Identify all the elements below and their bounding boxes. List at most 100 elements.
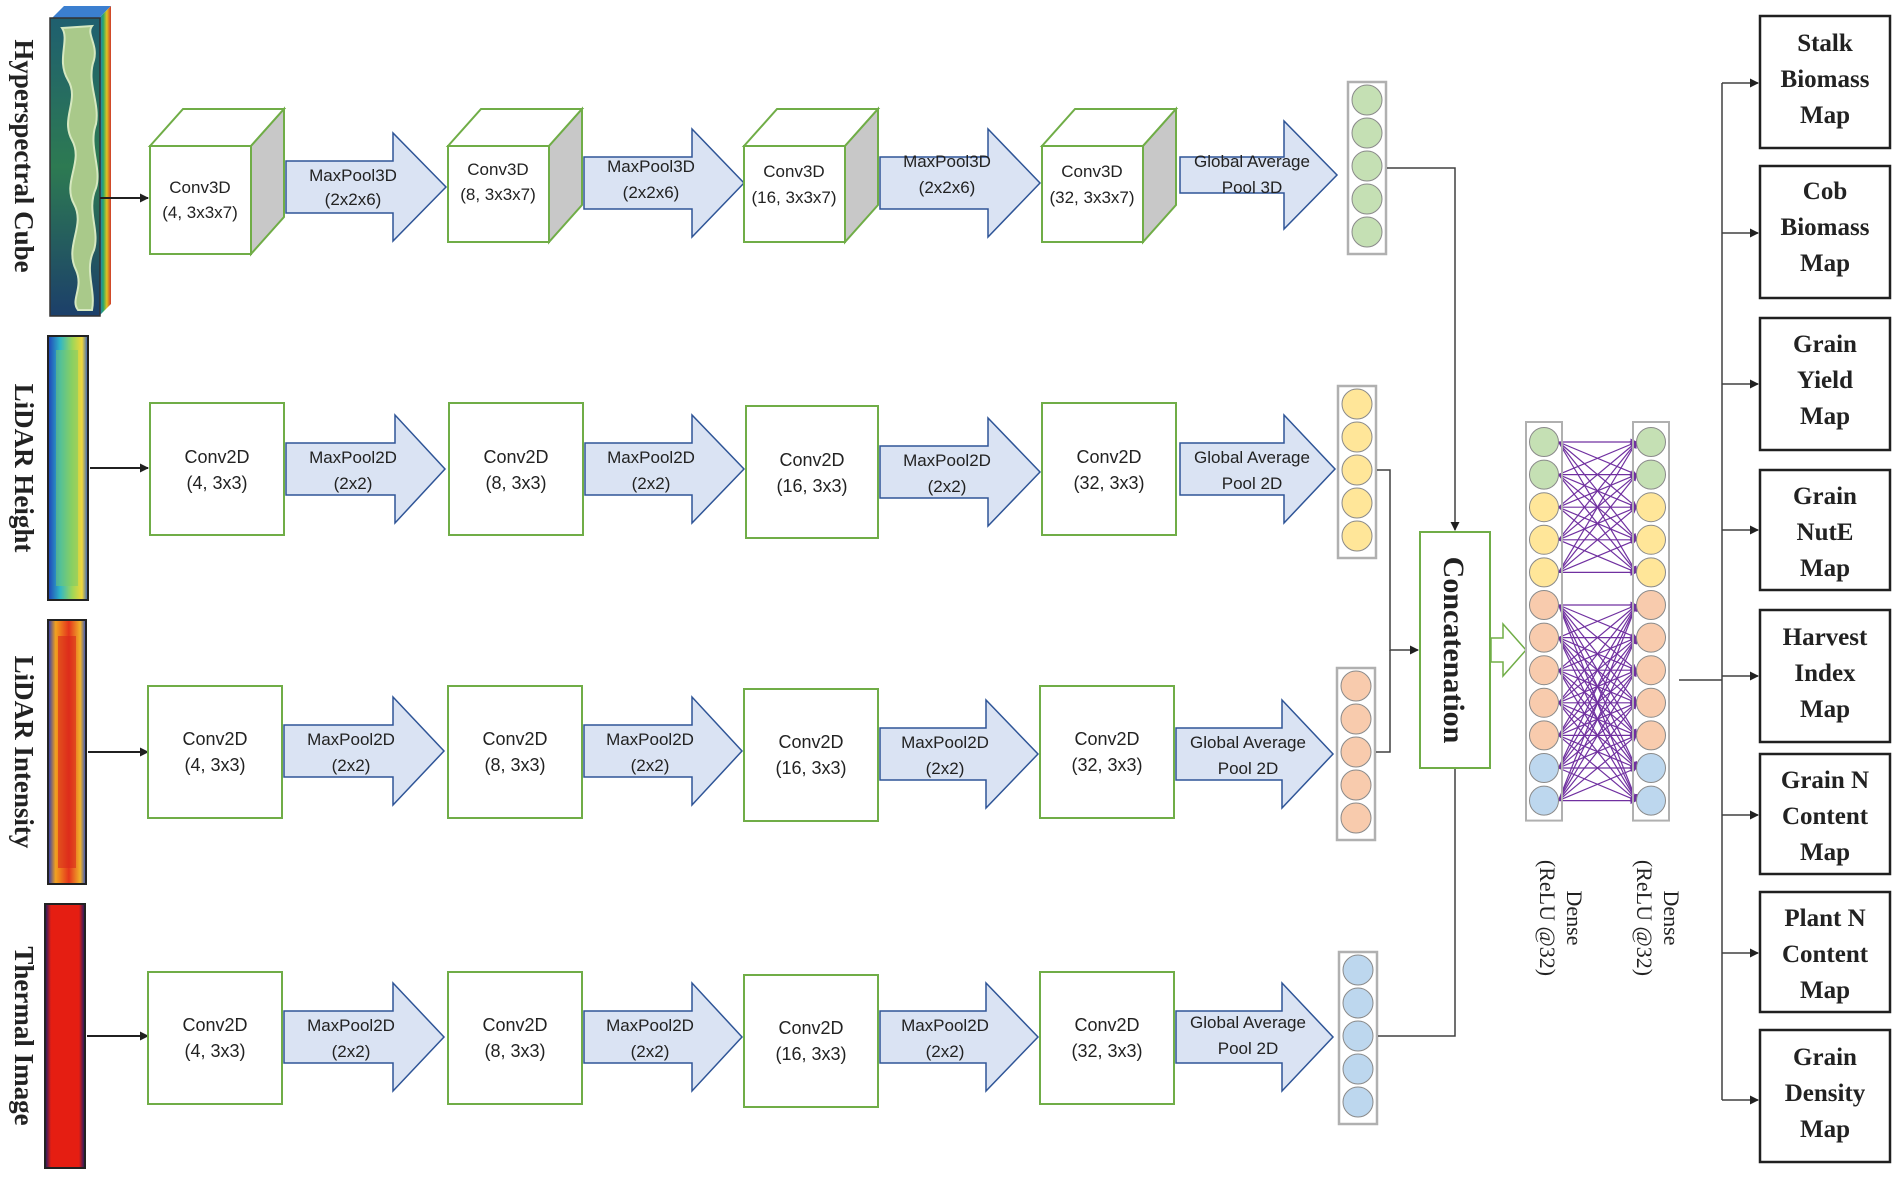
maxpool3d-arrow-2: MaxPool3D (2x2x6) (583, 127, 746, 239)
conv2d-params-r4-4: (32, 3x3) (1071, 1041, 1142, 1061)
output-box-cob-biomass: Cob Biomass Map (1758, 164, 1892, 300)
dense-connection (1558, 604, 1638, 704)
conv2d-name-r4-1: Conv2D (182, 1015, 247, 1035)
maxpool2d-params-r3-1: (2x2) (332, 756, 371, 775)
maxpool2d-params-r4-2: (2x2) (631, 1042, 670, 1061)
input-label-hyperspectral: Hyperspectral Cube (9, 39, 39, 272)
output-8-line3: Map (1800, 1116, 1850, 1143)
dense-connection (1557, 604, 1638, 736)
conv3d-block-2: Conv3D (8, 3x3x7) (445, 106, 585, 245)
maxpool3d-params-1: (2x2x6) (325, 190, 382, 209)
maxpool2d-name-r2-1: MaxPool2D (309, 448, 397, 467)
maxpool3d-name-1: MaxPool3D (309, 166, 397, 185)
dense-node-l1-3 (1529, 492, 1559, 523)
conv3d-block-4: Conv3D (32, 3x3x7) (1039, 106, 1179, 245)
dense-node-l1-4 (1529, 524, 1559, 555)
conv2d-params-r4-1: (4, 3x3) (184, 1041, 245, 1061)
dense-node-l1-10 (1529, 720, 1559, 751)
dense-layer-frame-2 (1632, 421, 1670, 822)
output-box-grain-yield: Grain Yield Map (1758, 316, 1892, 452)
output-2-line1: Cob (1803, 178, 1847, 205)
output-8-line2: Density (1785, 1080, 1866, 1107)
output-box-harvest-index: Harvest Index Map (1758, 608, 1892, 744)
output-6-line3: Map (1800, 839, 1850, 866)
maxpool3d-arrow-3: MaxPool3D (2x2x6) (879, 127, 1042, 239)
maxpool2d-name-r4-2: MaxPool2D (606, 1016, 694, 1035)
dense-node-l2-11 (1636, 753, 1666, 783)
conv2d-name-r2-1: Conv2D (184, 447, 249, 467)
output-6-line2: Content (1782, 803, 1869, 830)
maxpool2d-arrow-r4-2: MaxPool2D (2x2) (583, 981, 744, 1093)
conv2d-params-r4-2: (8, 3x3) (484, 1041, 545, 1061)
conv2d-params-r2-1: (4, 3x3) (186, 473, 247, 493)
conv2d-block-r3-4: Conv2D (32, 3x3) (1039, 685, 1175, 819)
conv3d-params-2: (8, 3x3x7) (460, 185, 536, 204)
dense-layer-frame-1 (1525, 421, 1563, 822)
lidar-intensity-image (47, 619, 87, 885)
maxpool2d-params-r4-1: (2x2) (332, 1042, 371, 1061)
maxpool2d-arrow-r3-2: MaxPool2D (2x2) (583, 695, 744, 807)
conv3d-name-2: Conv3D (467, 160, 528, 179)
dense-connection (1558, 702, 1638, 801)
concat-output-arrow (1490, 622, 1528, 678)
conv3d-params-1: (4, 3x3x7) (162, 203, 238, 222)
conv3d-name-4: Conv3D (1061, 162, 1122, 181)
feature-vector-lidar-height (1336, 384, 1378, 560)
global-avg-pool-2d-arrow-r3: Global Average Pool 2D (1175, 698, 1335, 810)
maxpool3d-name-3: MaxPool3D (903, 152, 991, 171)
global-avg-pool-3d-arrow: Global Average Pool 3D (1179, 119, 1339, 231)
thermal-image (44, 903, 86, 1169)
maxpool2d-name-r4-3: MaxPool2D (901, 1016, 989, 1035)
input-label-lidar-height: LiDAR Height (9, 384, 39, 553)
output-box-grain-nute: Grain NutE Map (1758, 468, 1892, 592)
output-3-line3: Map (1800, 403, 1850, 430)
maxpool2d-params-r3-3: (2x2) (926, 759, 965, 778)
dense-connection (1558, 767, 1638, 802)
connectors-to-concat (1376, 167, 1460, 1037)
conv2d-block-r3-2: Conv2D (8, 3x3) (447, 685, 583, 819)
conv3d-name-3: Conv3D (763, 162, 824, 181)
dense-node-l1-12 (1529, 785, 1559, 816)
dense-layers: Dense (ReLU @32) Dense (ReLU @32) (1525, 421, 1684, 976)
output-2-line3: Map (1800, 250, 1850, 277)
output-4-line1: Grain (1793, 483, 1857, 510)
dense-connection (1557, 604, 1638, 769)
conv2d-block-r4-4: Conv2D (32, 3x3) (1039, 971, 1175, 1105)
conv2d-block-r2-4: Conv2D (32, 3x3) (1041, 402, 1177, 536)
dense-edges (1557, 438, 1638, 805)
maxpool2d-params-r2-2: (2x2) (632, 474, 671, 493)
conv2d-block-r3-1: Conv2D (4, 3x3) (147, 685, 283, 819)
global-avg-pool-2d-r3-line2: Pool 2D (1218, 759, 1278, 778)
dense-node-l2-8 (1636, 655, 1666, 686)
maxpool2d-arrow-r2-1: MaxPool2D (2x2) (285, 413, 447, 525)
conv2d-params-r3-3: (16, 3x3) (775, 758, 846, 778)
output-5-line3: Map (1800, 696, 1850, 723)
dense-node-l2-3 (1636, 492, 1666, 523)
output-2-line2: Biomass (1781, 214, 1870, 241)
conv2d-name-r2-4: Conv2D (1076, 447, 1141, 467)
global-avg-pool-2d-r2-line2: Pool 2D (1222, 474, 1282, 493)
concatenation-label: Concatenation (1437, 557, 1470, 744)
dense-node-l2-6 (1636, 590, 1666, 620)
dense-node-l1-1 (1529, 427, 1559, 457)
maxpool2d-name-r2-3: MaxPool2D (903, 451, 991, 470)
dense-node-l1-2 (1529, 459, 1559, 490)
dense-node-l1-11 (1529, 753, 1559, 783)
conv2d-params-r3-4: (32, 3x3) (1071, 755, 1142, 775)
maxpool2d-arrow-r4-3: MaxPool2D (2x2) (879, 981, 1040, 1093)
conv2d-params-r2-2: (8, 3x3) (485, 473, 546, 493)
conv2d-name-r3-4: Conv2D (1074, 729, 1139, 749)
dense-connection (1558, 604, 1638, 671)
dense-node-l2-10 (1636, 720, 1666, 751)
output-7-line1: Plant N (1784, 905, 1865, 932)
maxpool2d-params-r2-1: (2x2) (334, 474, 373, 493)
feature-vector-hyperspectral (1346, 80, 1388, 256)
global-avg-pool-2d-r2-line1: Global Average (1194, 448, 1310, 467)
dense-connection (1558, 734, 1638, 802)
conv2d-name-r4-2: Conv2D (482, 1015, 547, 1035)
conv3d-block-1: Conv3D (4, 3x3x7) (147, 106, 287, 257)
maxpool2d-name-r3-3: MaxPool2D (901, 733, 989, 752)
conv2d-name-r4-4: Conv2D (1074, 1015, 1139, 1035)
connector-row3 (1376, 650, 1391, 753)
